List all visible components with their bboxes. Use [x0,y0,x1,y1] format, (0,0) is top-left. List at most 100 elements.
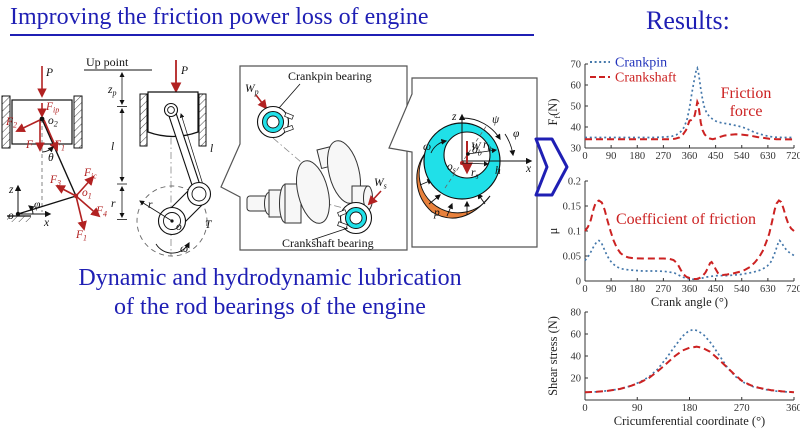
series-crankshaft [584,345,795,394]
x-tick-label: 90 [606,284,617,295]
x-tick-label: 0 [582,284,587,295]
y-axis-label: Shear stress (N) [548,316,560,396]
label-o2: o2 [48,115,58,129]
cylinder-wall-left2 [139,93,148,147]
page-title: Improving the friction power loss of eng… [10,4,534,36]
label-o1: o1 [82,187,92,201]
x-tick-label: 720 [786,151,800,162]
results-heading: Results: [646,6,730,35]
caption-line1: Dynamic and hydrodynamic lubrication [78,265,462,291]
x-tick-label: 90 [632,403,643,414]
label-F1-bottom: F1 [75,229,87,243]
x-tick-label: 360 [682,151,698,162]
label-F2: F2 [5,116,17,130]
label-h: h [495,165,501,177]
cylinder-wall-left [1,95,11,149]
chart-annotation: Friction [721,85,772,102]
x-tick-label: 180 [682,403,698,414]
crankshaft-box: Crankpin bearing Wp [220,65,408,251]
y-tick-label: 60 [571,81,582,92]
cylinder-wall-right2 [198,93,207,147]
flow-arrow-icon [534,137,569,197]
label-theta: θ [48,152,54,164]
x-tick-label: 0 [582,403,587,414]
x-tick-label: 630 [760,284,776,295]
oil-pressure-lobe [416,151,491,219]
label-zp: zp [107,84,116,98]
label-F1: F1 [53,139,65,153]
x-tick-label: 540 [734,284,750,295]
label-x-axis: x [43,217,50,229]
crank-line [17,195,77,215]
series-crankpin [584,328,795,394]
x-tick-label: 630 [760,151,776,162]
y-axis-label: μ [548,227,560,234]
series-crankpin [584,239,795,281]
legend-label: Crankshaft [615,71,677,86]
x-tick-label: 450 [708,151,724,162]
piston-crank-diagram: Up point zp l r P l [84,55,213,257]
series-crankshaft [584,199,795,280]
label-z2: z [451,111,457,123]
y-tick-label: 60 [571,330,582,341]
x-tick-label: 270 [656,151,672,162]
chart-annotation: force [730,103,763,120]
series-crankpin [585,65,794,139]
x-tick-label: 270 [734,403,750,414]
x-tick-label: 360 [786,403,800,414]
series-crankshaft [585,98,794,141]
y-tick-label: 0.1 [568,227,581,238]
label-W: W [471,141,482,153]
up-point-label: Up point [86,55,129,69]
label-Fic: Fic [83,167,97,181]
connecting-rod-line [41,118,77,197]
label-o-crank: o [176,221,182,233]
label-z-axis: z [8,184,14,196]
x-tick-label: 0 [582,151,587,162]
label-rb: rb [483,139,491,153]
label-F: F [25,139,34,151]
y-tick-label: 70 [571,60,582,71]
x-tick-label: 90 [606,151,617,162]
y-tick-label: 0 [576,277,581,288]
label-Wp: Wp [245,83,259,97]
dimension-lines [117,71,127,220]
x-tick-label: 540 [734,151,750,162]
x-tick-label: 270 [656,284,672,295]
y-tick-label: 40 [571,352,582,363]
crankshaft-bearing-shell [337,201,373,235]
y-tick-label: 80 [571,308,582,319]
crankshaft-bearing-label: Crankshaft bearing [282,236,374,250]
label-rs: rs [471,167,479,181]
x-axis-label: Crank angle (°) [651,295,728,309]
y-tick-label: 20 [571,374,582,385]
label-phi2: φ [513,128,520,140]
caption: Dynamic and hydrodynamic lubrication of … [28,264,512,322]
legend-label: Crankpin [615,56,667,71]
label-phi: φ [34,199,41,211]
label-omega2: ω [423,141,431,153]
label-x2: x [525,163,532,175]
chart-annotation: Coefficient of friction [616,211,756,228]
x-tick-label: 360 [682,284,698,295]
label-T: T [205,219,213,231]
label-Ws: Ws [374,177,387,191]
y-tick-label: 0.15 [563,202,581,213]
x-axis-label: Cricumferential coordinate (°) [614,414,765,428]
label-l-dim: l [111,141,114,153]
crankpin-bearing-shell [256,105,294,139]
y-tick-label: 40 [571,123,582,134]
label-F4: F4 [95,205,107,219]
x-tick-label: 720 [786,284,800,295]
label-ob: ob [472,144,482,158]
y-tick-label: 30 [571,144,582,155]
piston-pin [167,106,175,114]
y-tick-label: 0.05 [563,252,581,263]
x-tick-label: 180 [629,151,645,162]
x-tick-label: 180 [629,284,645,295]
crank-circle [136,185,208,257]
bearing-section-box: z ψ φ ω W ob os rb rs h p x [388,77,538,248]
label-r-dim: r [111,198,116,210]
label-p: p [433,207,440,219]
force-arrows [15,66,101,231]
